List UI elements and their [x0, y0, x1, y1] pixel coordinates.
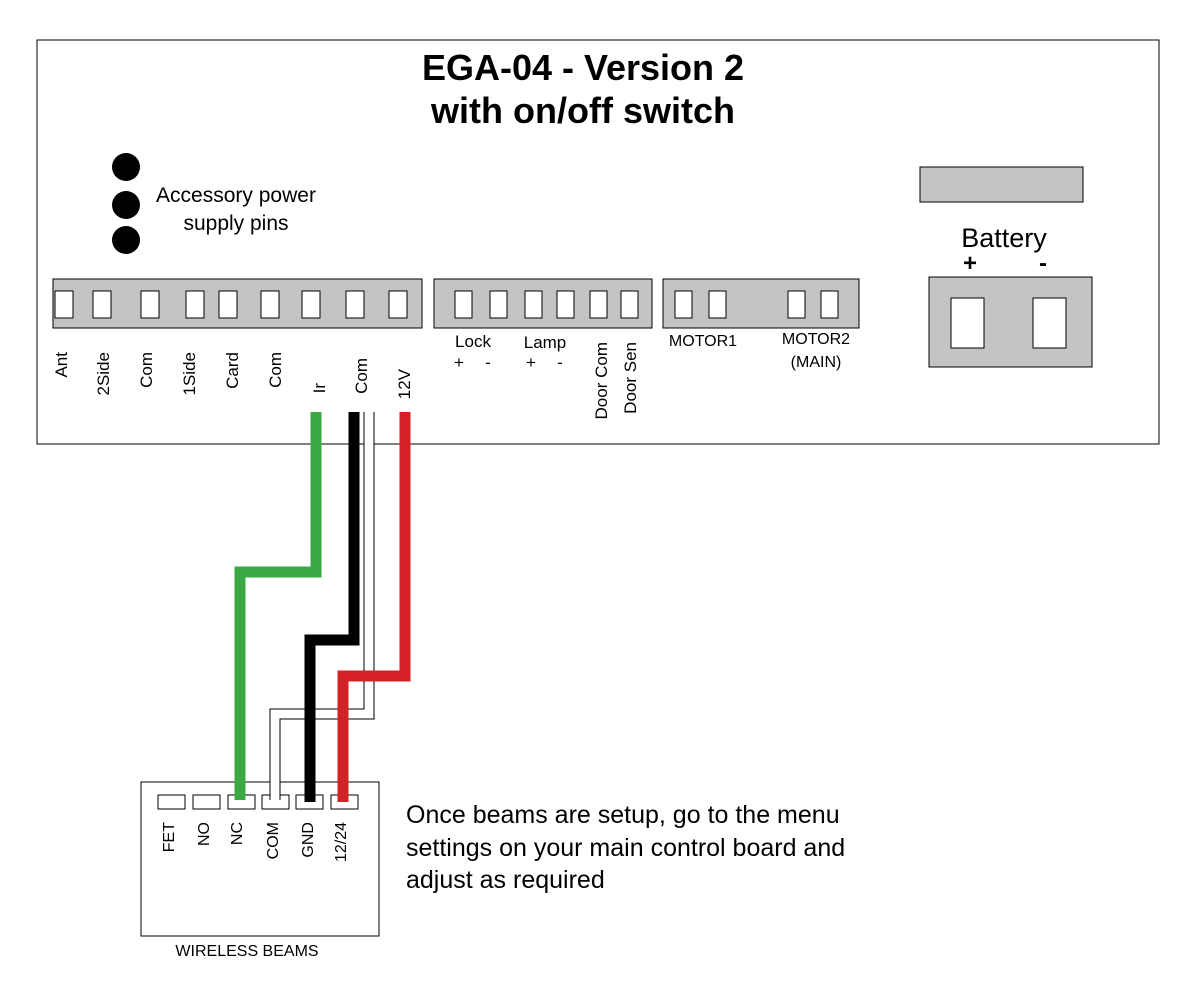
- motor1-label: MOTOR1: [669, 333, 737, 350]
- beam-label-gnd: GND: [300, 822, 317, 858]
- beam-label-com: COM: [265, 822, 282, 859]
- lamp-label: Lamp: [524, 333, 567, 352]
- on-off-switch: [919, 166, 1084, 203]
- terminal-label-ir: Ir: [310, 383, 329, 394]
- note-line1: Once beams are setup, go to the menu: [406, 801, 840, 829]
- lamp-plus-label: +: [526, 353, 536, 372]
- door-com-label: Door Com: [592, 342, 611, 419]
- accessory-pin-3: [112, 226, 140, 254]
- board-title-line2: with on/off switch: [430, 90, 735, 131]
- battery-label: Battery: [961, 223, 1047, 253]
- power-wire: [337, 412, 411, 802]
- terminal-label-12v: 12V: [395, 368, 414, 399]
- terminal-ir: [301, 290, 321, 319]
- terminal-motor1-a: [674, 290, 693, 319]
- lock-minus-label: -: [485, 353, 491, 372]
- beam-terminal-fet: [157, 794, 186, 810]
- battery-minus-terminal: [1032, 297, 1067, 349]
- beam-label-12-24: 12/24: [333, 822, 350, 862]
- accessory-pin-2: [112, 191, 140, 219]
- terminal-motor2-b: [820, 290, 839, 319]
- door-sen-label: Door Sen: [621, 342, 640, 414]
- accessory-label-line1: Accessory power: [156, 184, 316, 207]
- com-wire: [270, 412, 374, 800]
- terminal-ant: [54, 290, 74, 319]
- terminal-1side: [185, 290, 205, 319]
- terminal-com-2: [260, 290, 280, 319]
- terminal-lock-plus: [454, 290, 473, 319]
- terminal-label-com-1: Com: [137, 352, 156, 388]
- terminal-door-sen: [620, 290, 639, 319]
- ground-wire: [304, 412, 360, 802]
- board-title-line1: EGA-04 - Version 2: [422, 47, 744, 88]
- terminal-motor1-b: [708, 290, 727, 319]
- beam-label-fet: FET: [161, 822, 178, 852]
- note-line3: adjust as required: [406, 866, 605, 894]
- terminal-motor2-a: [787, 290, 806, 319]
- battery-plus-label: +: [963, 250, 977, 277]
- lock-label: Lock: [455, 332, 491, 351]
- accessory-pin-1: [112, 153, 140, 181]
- battery-plus-terminal: [950, 297, 985, 349]
- terminal-door-com: [589, 290, 608, 319]
- lock-plus-label: +: [454, 353, 464, 372]
- terminal-2side: [92, 290, 112, 319]
- terminal-com-3: [345, 290, 365, 319]
- terminal-label-card: Card: [223, 352, 242, 389]
- terminal-label-1side: 1Side: [180, 352, 199, 395]
- terminal-card: [218, 290, 238, 319]
- terminal-label-com-3: Com: [352, 358, 371, 394]
- terminal-label-ant: Ant: [52, 352, 71, 378]
- ir-wire: [234, 412, 322, 800]
- note-line2: settings on your main control board and: [406, 834, 845, 862]
- terminal-lock-minus: [489, 290, 508, 319]
- terminal-com-1: [140, 290, 160, 319]
- terminal-lamp-minus: [556, 290, 575, 319]
- beam-terminal-no: [192, 794, 221, 810]
- motor2-label: MOTOR2: [782, 331, 850, 348]
- control-board: [36, 39, 1160, 445]
- terminal-12v: [388, 290, 408, 319]
- terminal-lamp-plus: [524, 290, 543, 319]
- motor2-main-label: (MAIN): [791, 354, 842, 371]
- lamp-minus-label: -: [557, 353, 563, 372]
- terminal-label-com-2: Com: [266, 352, 285, 388]
- beam-label-nc: NC: [229, 822, 246, 845]
- beam-label-no: NO: [196, 822, 213, 846]
- battery-minus-label: -: [1039, 250, 1047, 277]
- accessory-label-line2: supply pins: [183, 212, 288, 235]
- terminal-label-2side: 2Side: [94, 352, 113, 395]
- wireless-beams-title: WIRELESS BEAMS: [175, 943, 318, 960]
